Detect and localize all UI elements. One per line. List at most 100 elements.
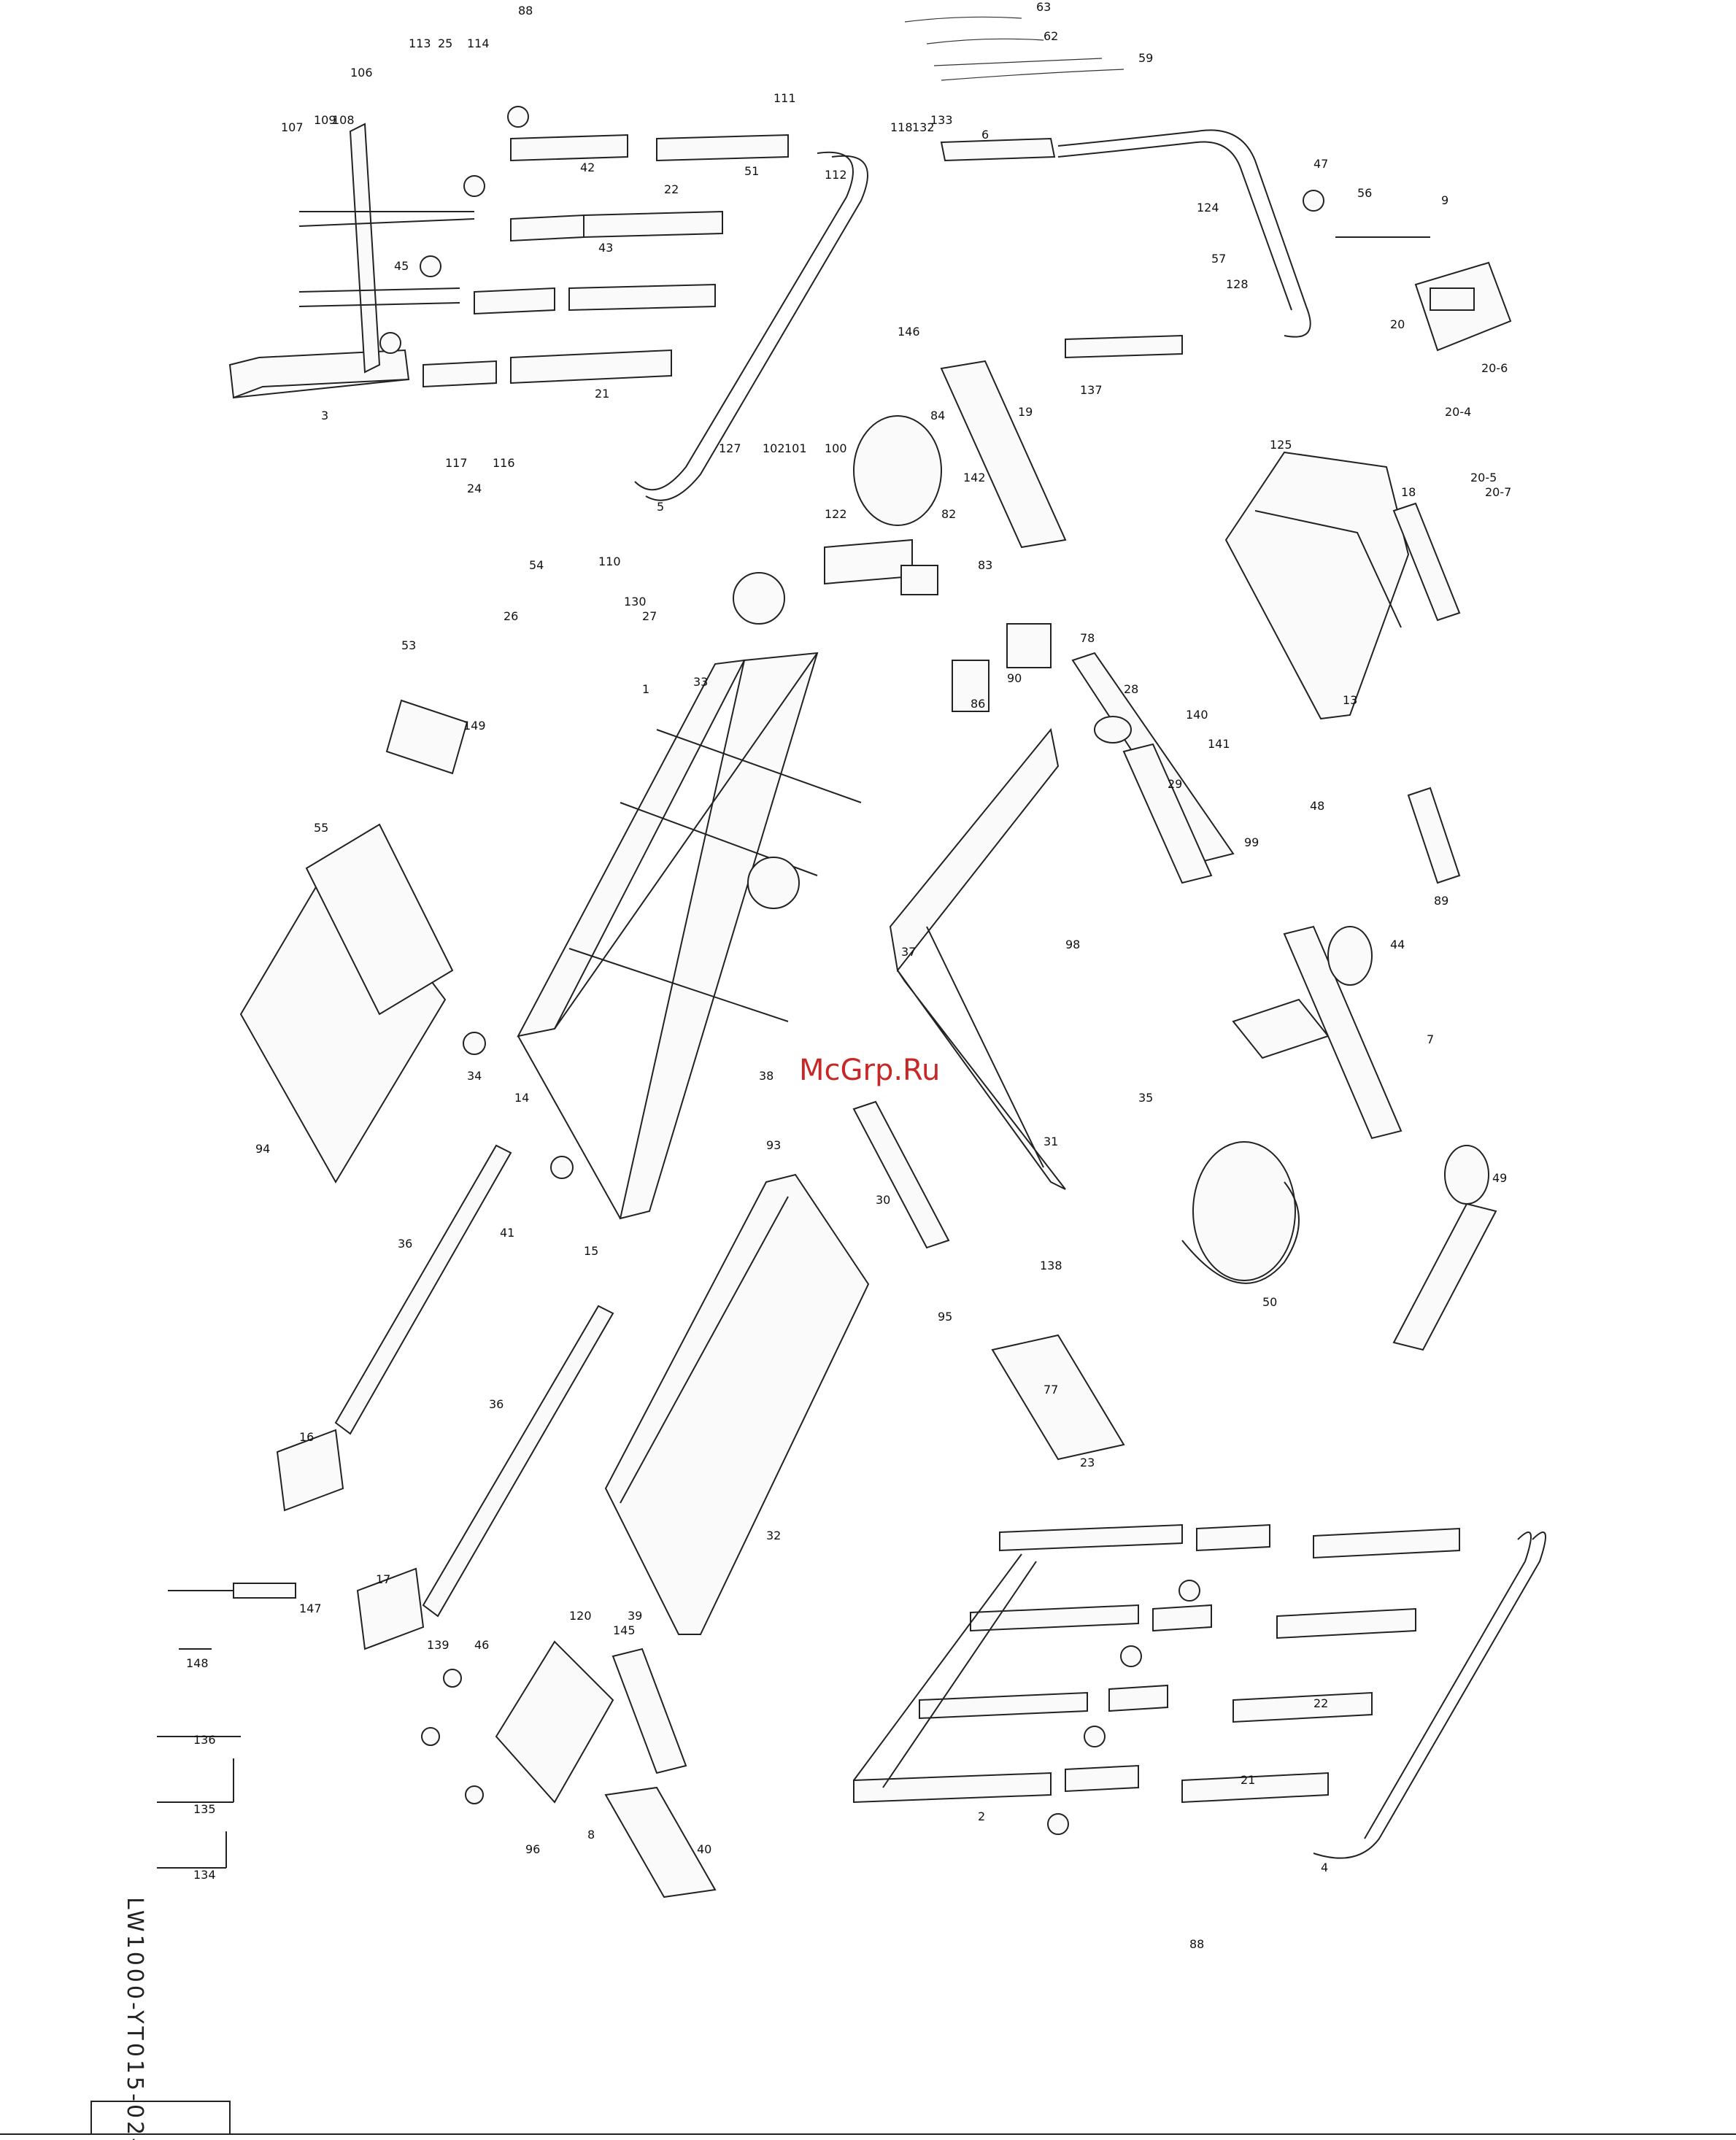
- label-78: 78: [1080, 631, 1095, 645]
- label-132: 132: [912, 120, 935, 134]
- label-41: 41: [500, 1226, 514, 1240]
- label-57: 57: [1211, 252, 1226, 266]
- label-82: 82: [941, 507, 956, 521]
- label-95: 95: [938, 1310, 952, 1324]
- label-20-4: 20-4: [1445, 405, 1471, 419]
- label-109: 109: [314, 113, 336, 127]
- label-107: 107: [281, 120, 304, 134]
- label-110: 110: [598, 555, 621, 568]
- label-94: 94: [255, 1142, 270, 1156]
- label-36b: 36: [489, 1397, 504, 1411]
- label-49: 49: [1492, 1171, 1507, 1185]
- handlebar-assembly: [904, 16, 1512, 359]
- label-46: 46: [474, 1638, 489, 1652]
- label-141: 141: [1208, 737, 1230, 751]
- label-8: 8: [587, 1828, 595, 1842]
- label-96: 96: [525, 1842, 540, 1856]
- label-148: 148: [186, 1656, 209, 1670]
- upright-frame-left: [228, 106, 868, 501]
- label-9: 9: [1441, 193, 1448, 207]
- tools: [157, 1583, 296, 1869]
- label-22: 22: [664, 182, 679, 196]
- label-84: 84: [930, 409, 945, 422]
- label-20: 20: [1390, 317, 1405, 331]
- label-13: 13: [1343, 693, 1357, 707]
- label-7: 7: [1427, 1032, 1434, 1046]
- label-32: 32: [766, 1529, 781, 1542]
- upright-frame-right: [853, 1523, 1546, 1859]
- label-88: 88: [518, 4, 533, 18]
- label-88b: 88: [1189, 1937, 1204, 1951]
- label-44: 44: [1390, 938, 1405, 951]
- label-135: 135: [193, 1802, 216, 1816]
- watermark: McGrp.Ru: [799, 1054, 940, 1087]
- label-83: 83: [978, 558, 992, 572]
- label-125: 125: [1270, 438, 1292, 452]
- label-120: 120: [569, 1609, 592, 1623]
- label-90: 90: [1007, 671, 1022, 685]
- label-21: 21: [595, 387, 609, 401]
- label-23: 23: [1080, 1456, 1095, 1469]
- label-24: 24: [467, 482, 482, 495]
- label-20-6: 20-6: [1481, 361, 1508, 375]
- label-99: 99: [1244, 835, 1259, 849]
- label-20-7: 20-7: [1485, 485, 1511, 499]
- label-6: 6: [981, 128, 989, 142]
- label-42: 42: [580, 161, 595, 174]
- label-2: 2: [978, 1809, 985, 1823]
- label-35: 35: [1138, 1091, 1153, 1105]
- label-111: 111: [774, 91, 796, 105]
- motor-cover-area: [824, 360, 1461, 862]
- label-114: 114: [467, 36, 490, 50]
- label-139: 139: [427, 1638, 450, 1652]
- label-22b: 22: [1313, 1696, 1328, 1710]
- label-51: 51: [744, 164, 759, 178]
- label-16: 16: [299, 1430, 314, 1444]
- label-47: 47: [1313, 157, 1328, 171]
- label-140: 140: [1186, 708, 1208, 722]
- label-5: 5: [657, 500, 664, 514]
- label-31: 31: [1043, 1135, 1058, 1148]
- label-77: 77: [1043, 1383, 1058, 1397]
- label-98: 98: [1065, 938, 1080, 951]
- label-63: 63: [1036, 0, 1051, 14]
- label-106: 106: [350, 66, 373, 80]
- label-55: 55: [314, 821, 328, 835]
- label-40: 40: [697, 1842, 711, 1856]
- model-code: LW1000-YT015-02-220: [122, 1897, 147, 2140]
- label-21b: 21: [1241, 1773, 1255, 1787]
- label-56: 56: [1357, 186, 1372, 200]
- label-100: 100: [825, 441, 847, 455]
- label-1: 1: [642, 682, 649, 696]
- label-38: 38: [759, 1069, 774, 1083]
- label-147: 147: [299, 1602, 322, 1615]
- label-34: 34: [467, 1069, 482, 1083]
- foot-frame: [421, 1640, 717, 1898]
- label-26: 26: [504, 609, 518, 623]
- title-block: [0, 2101, 1736, 2135]
- rollers: [852, 743, 1213, 1461]
- label-137: 137: [1080, 383, 1103, 397]
- label-133: 133: [930, 113, 953, 127]
- label-36: 36: [398, 1237, 412, 1251]
- label-142: 142: [963, 471, 986, 484]
- label-4: 4: [1321, 1861, 1328, 1874]
- side-panel-left: [239, 699, 468, 1183]
- part-labels: 1 2 3 4 5 6 7 8 9 13 14 15 16 17 18 19 2…: [186, 0, 1511, 1951]
- label-28: 28: [1124, 682, 1138, 696]
- accessories-right: [1181, 787, 1497, 1351]
- label-138: 138: [1040, 1259, 1062, 1272]
- label-118: 118: [890, 120, 913, 134]
- label-62: 62: [1043, 29, 1058, 43]
- label-117: 117: [445, 456, 468, 470]
- label-113: 113: [409, 36, 431, 50]
- label-124: 124: [1197, 201, 1219, 215]
- main-deck-frame: [463, 572, 1066, 1220]
- label-30: 30: [876, 1193, 890, 1207]
- label-53: 53: [401, 638, 416, 652]
- label-17: 17: [376, 1572, 390, 1586]
- label-45: 45: [394, 259, 409, 273]
- label-145: 145: [613, 1623, 636, 1637]
